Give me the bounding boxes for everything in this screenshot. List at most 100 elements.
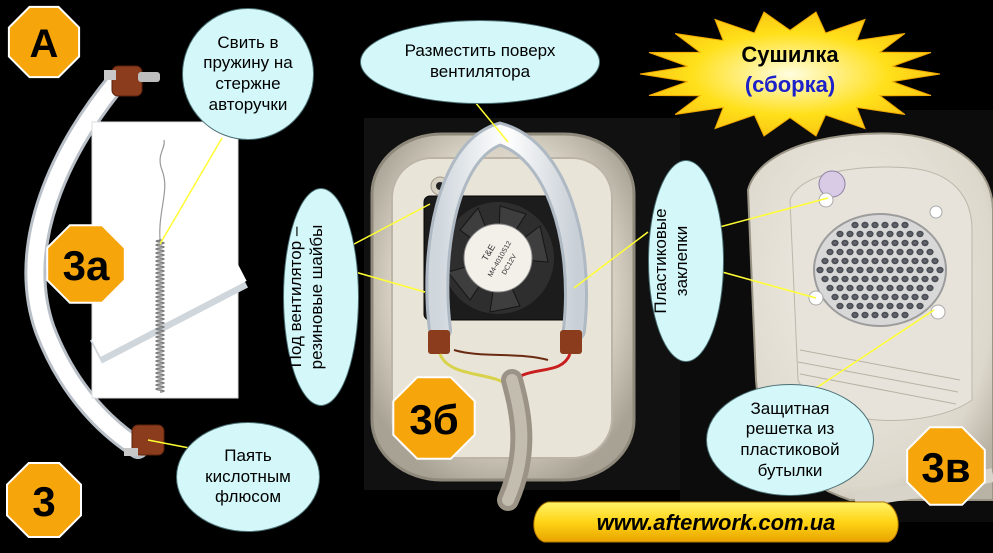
grille-hole xyxy=(851,293,859,301)
grille-hole xyxy=(861,275,869,283)
badge-octagon xyxy=(7,5,81,79)
grille-hole xyxy=(881,257,889,265)
grille-hole xyxy=(876,230,884,238)
grille-hole xyxy=(906,230,914,238)
grille-hole xyxy=(856,266,864,274)
badge-3b-label: 3б xyxy=(409,396,458,443)
badge-octagon xyxy=(906,426,986,506)
grille-hole xyxy=(906,266,914,274)
grille-hole xyxy=(841,275,849,283)
terminal-right xyxy=(560,330,582,354)
grille-hole xyxy=(916,230,924,238)
callout-solder: Паять кислотным флюсом xyxy=(176,422,320,532)
badge-3b: 3б xyxy=(392,376,476,460)
power-cable-highlight xyxy=(502,374,528,506)
grille-hole xyxy=(911,239,919,247)
grille-hole xyxy=(871,293,879,301)
callout-place: Разместить поверх вентилятора xyxy=(360,20,600,104)
grille-hole xyxy=(821,257,829,265)
callout-washers-text: Под вентилятор – резиновые шайбы xyxy=(286,224,327,370)
grille-hole xyxy=(861,221,869,229)
grille-hole xyxy=(826,284,834,292)
grille-hole xyxy=(891,257,899,265)
grille-hole xyxy=(821,275,829,283)
grille-hole xyxy=(871,311,879,319)
website-banner xyxy=(533,501,899,543)
grille-hole xyxy=(876,248,884,256)
grille-hole xyxy=(911,293,919,301)
grille-hole xyxy=(901,275,909,283)
brown-wire xyxy=(453,349,549,361)
grille-hole xyxy=(831,257,839,265)
grille-hole xyxy=(836,248,844,256)
grille-hole xyxy=(871,221,879,229)
grille-hole xyxy=(856,248,864,256)
callout-line-plugs-a xyxy=(573,231,649,289)
grille-hole xyxy=(881,275,889,283)
grille-hole xyxy=(871,275,879,283)
grille-hole xyxy=(891,293,899,301)
grille-hole xyxy=(841,239,849,247)
grille-hole xyxy=(891,221,899,229)
grille-hole xyxy=(846,302,854,310)
grille-hole xyxy=(826,248,834,256)
white-tube xyxy=(27,72,146,456)
grille-hole xyxy=(936,266,944,274)
grille-hole xyxy=(886,302,894,310)
badge-3a-label: 3а xyxy=(63,242,110,289)
grille-hole xyxy=(881,221,889,229)
grille-hole xyxy=(816,266,824,274)
grille-hole xyxy=(926,284,934,292)
badge-octagon xyxy=(6,462,82,538)
badge-3a: 3а xyxy=(46,224,126,304)
badge-octagon xyxy=(392,376,476,460)
grille-hole xyxy=(916,266,924,274)
grille-hole xyxy=(921,239,929,247)
badge-octagon xyxy=(46,224,126,304)
wire-spring xyxy=(155,239,165,393)
grille-hole xyxy=(891,275,899,283)
fan-hub-sticker xyxy=(463,223,533,293)
label-plate-lines xyxy=(797,349,961,405)
grille-hole xyxy=(861,239,869,247)
grille-hole xyxy=(896,284,904,292)
grille-hole xyxy=(856,230,864,238)
grille-hole xyxy=(851,239,859,247)
badge-3v: 3в xyxy=(906,426,986,506)
grille-hole xyxy=(826,266,834,274)
title-starburst xyxy=(639,11,941,137)
callout-plugs-text: Пластиковые заклепки xyxy=(651,208,692,314)
grille-hole xyxy=(881,239,889,247)
grille-holes xyxy=(816,221,944,319)
grille-hole xyxy=(871,257,879,265)
grille-hole xyxy=(906,284,914,292)
grille-hole xyxy=(861,293,869,301)
grille-hole xyxy=(861,311,869,319)
grille-hole xyxy=(836,266,844,274)
grille-hole xyxy=(901,221,909,229)
grille-hole xyxy=(866,302,874,310)
connector-top-lead xyxy=(138,72,160,82)
grille-hole xyxy=(876,302,884,310)
grille-hole xyxy=(846,266,854,274)
grille-hole xyxy=(846,248,854,256)
grille-hole xyxy=(876,284,884,292)
grille-hole xyxy=(921,275,929,283)
callout-plugs: Пластиковые заклепки xyxy=(648,160,724,362)
grille-hole xyxy=(916,284,924,292)
grille-hole xyxy=(931,275,939,283)
grille-hole xyxy=(881,293,889,301)
grille-hole xyxy=(886,248,894,256)
tube-piece xyxy=(91,263,247,357)
title-line2: (сборка) xyxy=(745,72,835,97)
badge-step: 3 xyxy=(6,462,82,538)
badge-corner-label: А xyxy=(30,22,59,66)
grille-hole xyxy=(906,248,914,256)
grille-hole xyxy=(896,302,904,310)
grille-hole xyxy=(921,293,929,301)
grille-hole xyxy=(841,293,849,301)
grille-hole xyxy=(831,275,839,283)
connector-top xyxy=(111,65,143,97)
grille-hole xyxy=(916,248,924,256)
